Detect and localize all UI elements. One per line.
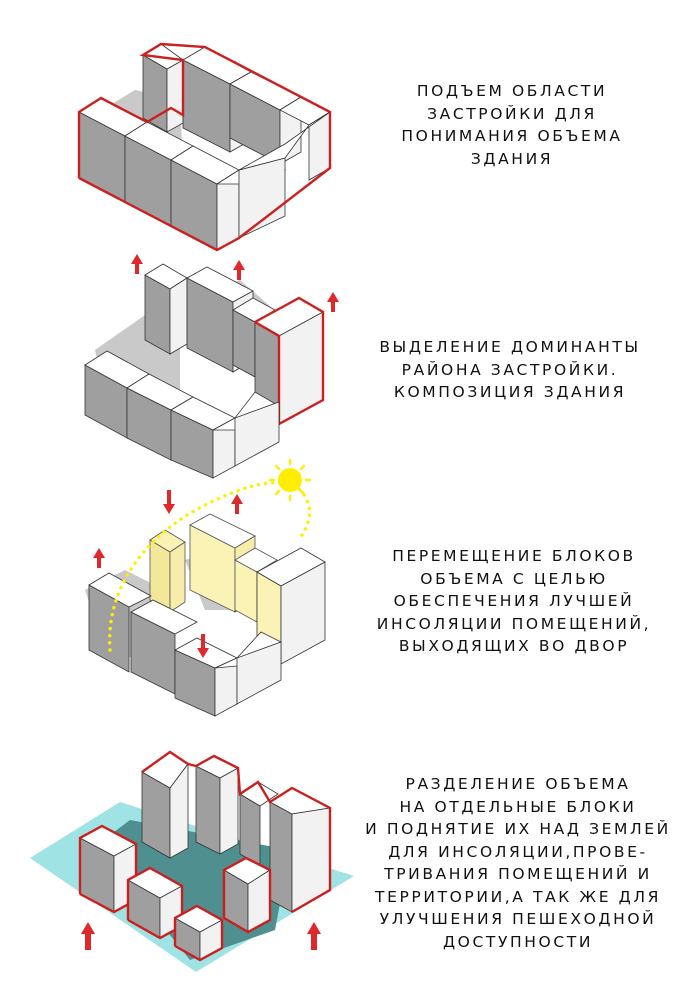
block [279, 96, 331, 181]
outline [78, 824, 138, 914]
step-4-caption: Разделение объема на отдельные блоки и п… [348, 773, 688, 953]
caption-line: обеспечения лучшей [393, 592, 635, 610]
block [212, 391, 280, 467]
insolation-block [149, 529, 186, 613]
block [144, 263, 188, 355]
caption-line: района застройки. [401, 360, 619, 379]
up-arrow-icon [327, 292, 339, 312]
block [256, 547, 326, 665]
caption-line: здания [470, 149, 554, 168]
sun-icon [268, 458, 312, 502]
step-2-caption: Выделение доминанты района застройки. ко… [360, 336, 660, 404]
outline [222, 856, 272, 934]
block [214, 631, 282, 705]
dominant-block [254, 297, 324, 425]
block [215, 111, 331, 239]
caption-line: для инсоляции,прове- [388, 842, 648, 861]
block [195, 755, 239, 855]
up-arrow-icon [81, 922, 95, 950]
step-3-massing [85, 458, 326, 717]
up-arrow-icon [131, 254, 143, 274]
caption-line: инсоляции помещений, [376, 614, 652, 633]
step-1-caption: Подъем области застройки для понимания о… [372, 80, 652, 170]
caption-line: Выделение доминанты [379, 338, 641, 356]
block [130, 599, 198, 695]
caption-line: композиция здания [393, 383, 627, 401]
caption-line: застройки для [427, 104, 597, 123]
caption-line: на отдельные блоки [399, 797, 637, 816]
down-arrow-icon [163, 490, 175, 514]
block [269, 787, 332, 913]
down-arrow-icon [197, 634, 209, 658]
outline [77, 42, 332, 252]
caption-line: Разделение объема [405, 775, 631, 793]
caption-line: территории,а так же для [375, 887, 661, 906]
sun-path [108, 481, 312, 652]
up-arrow-icon [93, 548, 105, 568]
up-arrow-icon [231, 494, 243, 514]
caption-line: и поднятие их над землей [365, 820, 671, 838]
caption-line: улучшения пешеходной [379, 910, 657, 928]
outline [254, 296, 325, 427]
block [170, 396, 236, 479]
up-arrow-icon [307, 922, 321, 950]
caption-line: тривания помещений и [384, 865, 652, 883]
step-4-massing [30, 750, 354, 972]
outline [141, 750, 332, 914]
step-2-massing [84, 254, 339, 479]
caption-line: выходящих во двор [398, 637, 630, 655]
outline [173, 904, 224, 962]
insolation-block [234, 547, 278, 623]
caption-line: Подъем области [416, 82, 608, 100]
outline [126, 866, 184, 940]
step-1-massing [77, 42, 332, 252]
caption-line: Перемещение блоков [392, 547, 636, 565]
step-3-caption: Перемещение блоков объема с целью обеспе… [356, 545, 672, 658]
up-arrow-icon [233, 260, 245, 280]
caption-line: доступности [442, 932, 594, 951]
block [141, 751, 189, 859]
caption-line: понимания объема [401, 127, 623, 145]
block [170, 145, 240, 251]
caption-line: объема с целью [420, 569, 608, 588]
block [124, 121, 194, 227]
